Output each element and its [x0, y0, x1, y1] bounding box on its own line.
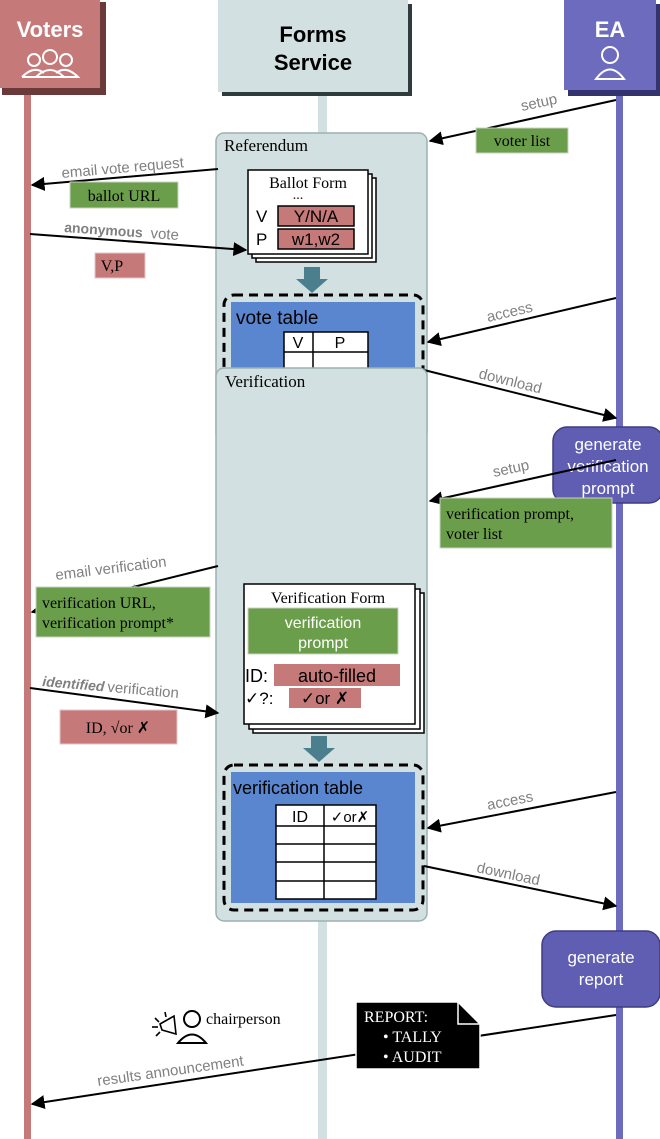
ballot-to-table-arrow — [296, 267, 328, 293]
ballot-form: Ballot Form ... V Y/N/A P w1,w2 — [247, 169, 377, 263]
setup-arrow — [428, 99, 617, 146]
field-p-value: w1,w2 — [291, 230, 340, 249]
check-label: ✓?: — [245, 689, 273, 708]
gvp-line1: generate — [574, 435, 641, 454]
verification-table-col-check: ✓or✗ — [331, 809, 369, 826]
ea-title: EA — [595, 17, 626, 42]
vote-table-col-v: V — [293, 335, 304, 352]
verification-word: verification — [107, 679, 180, 702]
referendum-title: Referendum — [224, 136, 308, 155]
ballot-form-ellipsis: ... — [293, 188, 304, 203]
ea-lifeline — [616, 95, 623, 1139]
person-icon — [594, 46, 626, 80]
access-arrow-2 — [426, 791, 617, 833]
field-p-box — [277, 228, 355, 250]
vote-table-col-p: P — [335, 335, 346, 352]
setup-label-2: setup — [491, 457, 530, 481]
gvp-line2: verification — [567, 457, 648, 476]
vp-text: V,P — [101, 258, 123, 275]
id-check-text: ID, √or ✗ — [86, 720, 150, 737]
verification-form: Verification Form verification prompt ID… — [243, 583, 425, 734]
verification-prompt-line1: verification — [285, 615, 361, 632]
verification-form-title: Verification Form — [271, 590, 386, 607]
download-label-1: download — [477, 365, 543, 397]
form-to-table-arrow — [303, 736, 335, 762]
generate-report-line2: report — [579, 970, 624, 989]
check-value-box — [289, 688, 361, 708]
verification-prompt-line2: prompt — [298, 635, 348, 652]
anonymous-word: anonymous — [64, 219, 144, 240]
download-arrow-2 — [423, 865, 618, 911]
report-title: REPORT: — [364, 1009, 428, 1026]
voters-title: Voters — [17, 17, 84, 42]
voter-list-text: voter list — [494, 133, 551, 150]
voters-header: Voters — [0, 0, 106, 95]
report-item-audit: • AUDIT — [383, 1049, 442, 1066]
id-value-box — [274, 664, 400, 686]
verification-url-line1: verification URL, — [42, 595, 156, 612]
forms-title-line2: Service — [274, 50, 352, 75]
chairperson-icon — [175, 1010, 209, 1044]
id-value: auto-filled — [298, 666, 376, 686]
voter-list-tag — [475, 127, 569, 154]
setup-arrow-2 — [428, 459, 617, 506]
field-v-label: V — [256, 207, 268, 226]
results-announcement-arrow — [30, 1014, 617, 1110]
forms-title-line1: Forms — [279, 22, 346, 47]
verification-url-tag — [35, 586, 211, 638]
field-p-label: P — [256, 230, 267, 249]
vote-word: vote — [150, 225, 179, 244]
verification-title: Verification — [225, 372, 306, 391]
vp-tag — [94, 252, 146, 279]
forms-service-header: Forms Service — [218, 0, 412, 96]
results-announcement-label: results announcement — [96, 1052, 245, 1089]
anonymous-vote-arrow — [29, 233, 248, 257]
email-vote-request-arrow — [30, 168, 219, 191]
verification-table-title: verification table — [233, 778, 363, 798]
download-arrow-1 — [423, 369, 618, 422]
id-check-tag — [59, 709, 178, 745]
verification-url-line2: verification prompt* — [42, 615, 174, 632]
report-item-tally: • TALLY — [383, 1029, 442, 1046]
chairperson-label: chairperson — [206, 1011, 281, 1028]
voters-lifeline — [24, 95, 31, 1139]
id-label: ID: — [245, 666, 268, 686]
generate-report-box — [541, 930, 660, 1008]
download-label-2: download — [475, 859, 541, 889]
megaphone-icon — [152, 1011, 177, 1037]
setup-tag-2 — [439, 497, 613, 549]
verification-table-grid: ID ✓or✗ — [275, 804, 377, 900]
ballot-url-tag — [69, 181, 179, 209]
ea-header: EA — [564, 0, 660, 96]
report-document: REPORT: • TALLY • AUDIT — [355, 1001, 481, 1070]
ballot-url-text: ballot URL — [88, 188, 160, 205]
verification-table-col-id: ID — [292, 809, 308, 826]
setup-tag-2-line2: voter list — [446, 526, 503, 543]
field-v-box — [277, 205, 355, 227]
identified-verification-arrow — [29, 687, 220, 719]
generate-report-line1: generate — [567, 948, 634, 967]
verification-table-outline — [222, 763, 425, 912]
access-label-2: access — [486, 788, 535, 814]
access-arrow-1 — [426, 297, 617, 346]
field-v-value: Y/N/A — [294, 207, 339, 226]
ballot-form-title: Ballot Form — [269, 175, 347, 192]
identified-word: identified — [42, 673, 106, 694]
vote-table-title: vote table — [236, 308, 318, 329]
anonymous-vote-label: anonymous vote — [64, 219, 180, 244]
gvp-line3: prompt — [582, 479, 635, 498]
verification-prompt-box — [247, 607, 399, 655]
access-label-1: access — [485, 299, 534, 326]
email-verification-line1: email verification — [54, 553, 167, 583]
setup-tag-2-line1: verification prompt, — [446, 506, 574, 523]
voters-group-icon — [21, 49, 81, 78]
setup-label: setup — [519, 91, 558, 115]
check-value: ✓or ✗ — [301, 689, 349, 708]
